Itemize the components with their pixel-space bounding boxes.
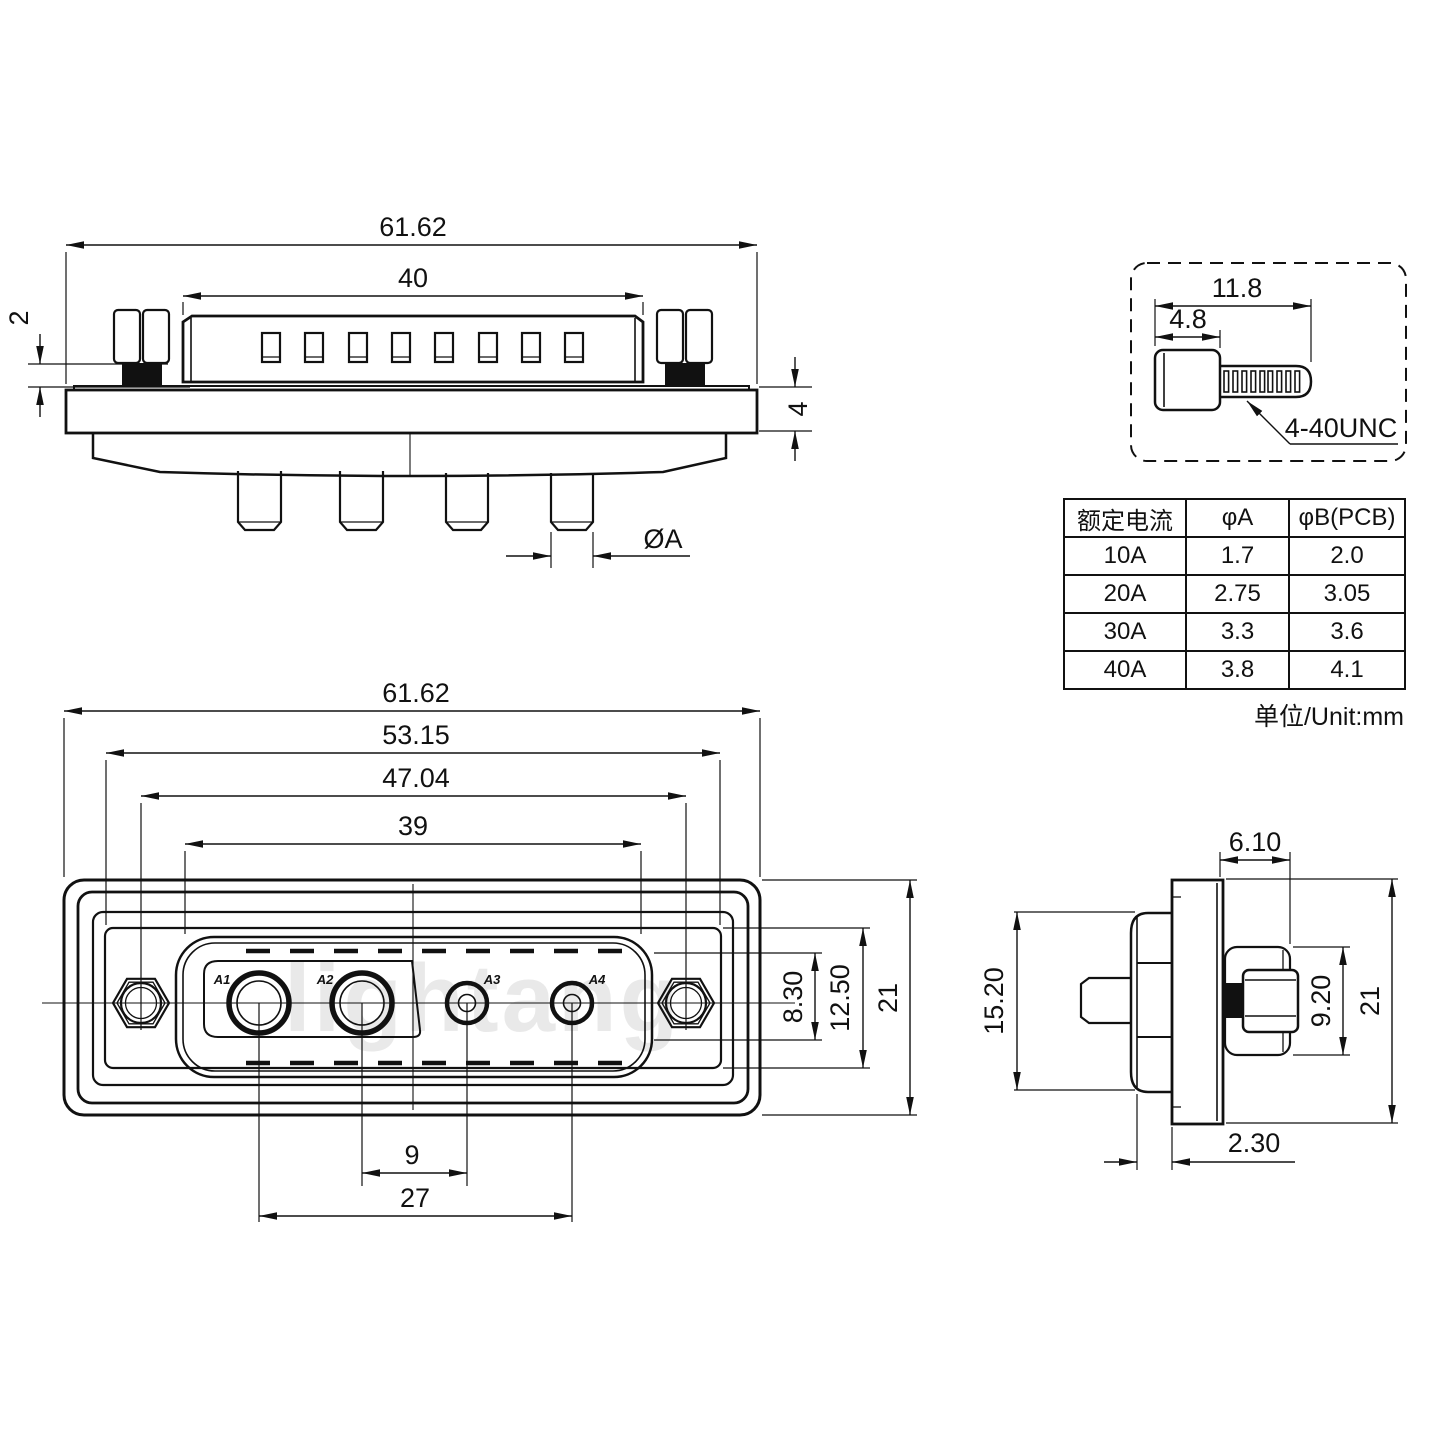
dim-top-pin-diameter: ØA	[643, 524, 682, 554]
watermark-text: lightang	[284, 945, 682, 1052]
header-phi-b-pcb: φB(PCB)	[1288, 498, 1406, 538]
table-row: 10A 1.7 2.0	[1063, 536, 1406, 576]
thumbscrew-left	[112, 308, 171, 387]
contact-label-a1: A1	[213, 972, 231, 987]
contact-label-a2: A2	[316, 972, 334, 987]
current-rating-table: 额定电流 φA φB(PCB) 10A 1.7 2.0 20A 2.75 3.0…	[1063, 498, 1406, 690]
d-shell	[174, 935, 654, 1079]
dim-side-face-offset: 2.30	[1228, 1128, 1281, 1158]
front-view: 61.62 53.15 47.04 39	[42, 678, 917, 1222]
cell-phia-30a: 3.3	[1185, 612, 1290, 652]
cell-current-40a: 40A	[1063, 650, 1187, 690]
cell-phia-40a: 3.8	[1185, 650, 1290, 690]
side-view: 6.10 15.20 9.20 21 2.30	[979, 827, 1398, 1170]
dim-screw-head-length: 4.8	[1169, 304, 1207, 334]
table-row: 40A 3.8 4.1	[1063, 650, 1406, 690]
dim-front-insert-height: 8.30	[778, 971, 808, 1024]
table-row: 20A 2.75 3.05	[1063, 574, 1406, 614]
cell-current-10a: 10A	[1063, 536, 1187, 576]
cell-phia-10a: 1.7	[1185, 536, 1290, 576]
dim-screw-overall-length: 11.8	[1212, 273, 1263, 303]
screw-shape	[1153, 348, 1313, 412]
power-insert-outline	[203, 960, 422, 1038]
dim-front-overall-width: 61.62	[382, 678, 450, 708]
contact-label-a3: A3	[483, 972, 501, 987]
contact-label-a4: A4	[588, 972, 606, 987]
dim-front-mount-span: 47.04	[382, 763, 450, 793]
dim-top-flange-thickness: 4	[783, 401, 813, 416]
side-pin	[1079, 976, 1131, 1025]
dim-front-pitch-a2-a3: 9	[404, 1140, 419, 1170]
screw-detail-view: 11.8 4.8 4-40UNC	[1130, 262, 1407, 462]
dim-top-insulator-width: 40	[398, 263, 428, 293]
dim-side-washer-height: 9.20	[1306, 975, 1336, 1028]
top-elevation-view: 61.62 40 2 4	[4, 212, 813, 568]
cell-current-30a: 30A	[1063, 612, 1187, 652]
dim-front-face-height: 12.50	[825, 964, 855, 1032]
dim-side-overall-height: 21	[1355, 986, 1385, 1016]
dim-side-head-span: 6.10	[1229, 827, 1282, 857]
side-shell	[1079, 911, 1172, 1094]
rear-body	[91, 433, 728, 478]
side-screw	[1223, 945, 1300, 1057]
solder-pins	[236, 471, 595, 532]
table-row: 30A 3.3 3.6	[1063, 612, 1406, 652]
cell-phib-20a: 3.05	[1288, 574, 1406, 614]
side-flange	[1170, 878, 1225, 1126]
dim-front-flange-width: 53.15	[382, 720, 450, 750]
flange-plate	[64, 385, 759, 435]
thread-spec-label: 4-40UNC	[1285, 413, 1398, 443]
thread-grooves	[1223, 370, 1301, 393]
cell-phia-20a: 2.75	[1185, 574, 1290, 614]
dim-top-screw-standoff: 2	[4, 310, 34, 325]
cell-phib-10a: 2.0	[1288, 536, 1406, 576]
dim-front-overall-height: 21	[873, 983, 903, 1013]
housing-outline	[62, 878, 762, 1117]
cell-phib-40a: 4.1	[1288, 650, 1406, 690]
table-header-row: 额定电流 φA φB(PCB)	[1063, 498, 1406, 538]
header-phi-a: φA	[1185, 498, 1290, 538]
thumbscrew-right	[655, 308, 714, 387]
dim-front-pitch-a1-a4: 27	[400, 1183, 430, 1213]
detail-border	[1130, 262, 1407, 462]
header-rated-current: 额定电流	[1063, 498, 1187, 538]
units-note: 单位/Unit:mm	[1253, 703, 1404, 731]
dim-front-shell-width: 39	[398, 811, 428, 841]
insulator-cap	[181, 314, 645, 384]
dim-top-overall-width: 61.62	[379, 212, 447, 242]
cell-phib-30a: 3.6	[1288, 612, 1406, 652]
cap-slots	[260, 331, 585, 364]
cell-current-20a: 20A	[1063, 574, 1187, 614]
dim-side-shell-height: 15.20	[979, 967, 1009, 1035]
